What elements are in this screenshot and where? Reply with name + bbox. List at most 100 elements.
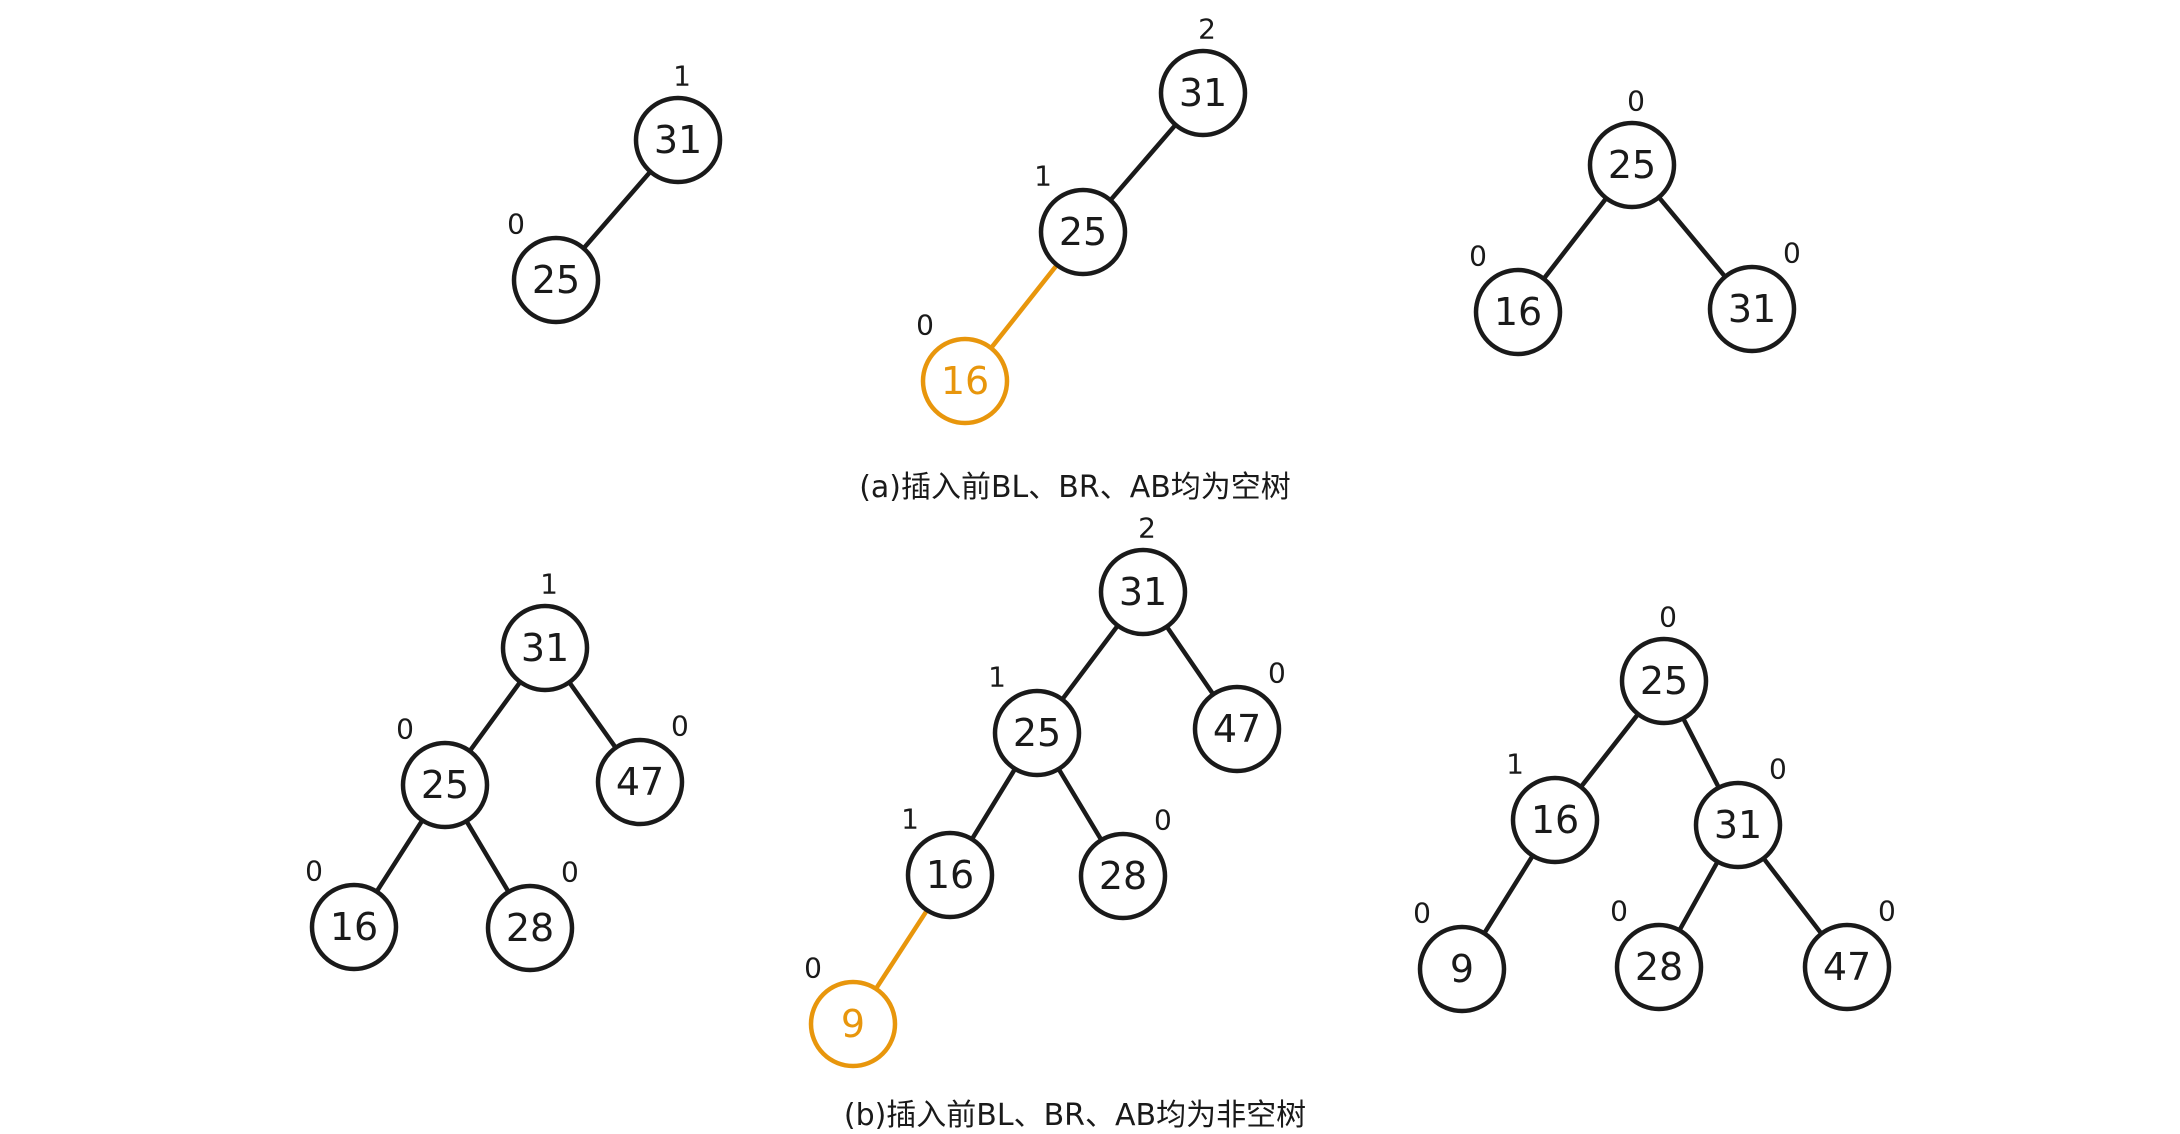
node-b3-n28: 280 <box>1610 895 1704 1012</box>
node-circle <box>1707 264 1797 354</box>
caption-b: (b)插入前BL、BR、AB均为非空树 <box>843 1098 1307 1133</box>
balance-factor: 2 <box>1138 512 1156 545</box>
node-a3-n16: 160 <box>1469 240 1563 357</box>
node-b1-n16: 160 <box>305 855 399 972</box>
edge-a3-n25-n16 <box>1541 195 1609 282</box>
node-circle <box>992 688 1082 778</box>
balance-factor: 0 <box>305 855 323 888</box>
node-b2-n47: 470 <box>1192 657 1286 774</box>
node-b3-n47: 470 <box>1802 895 1896 1012</box>
edge-b1-n25-n16 <box>374 818 425 894</box>
edge-b2-n31-n47 <box>1164 624 1216 697</box>
node-b3-n25: 25 0 <box>1619 601 1709 726</box>
balance-factor: 0 <box>804 952 822 985</box>
balance-factor: 2 <box>1198 13 1216 46</box>
node-value: 31 <box>654 118 702 162</box>
node-b1-n47: 470 <box>595 710 689 827</box>
node-value: 25 <box>1608 143 1656 187</box>
edge-b3-n31-n28 <box>1677 859 1720 933</box>
tree-a2: 312 251 160 <box>916 13 1248 426</box>
node-a2-n16: 160 <box>916 309 1010 426</box>
node-value: 16 <box>1531 798 1579 842</box>
balance-factor: 1 <box>1034 160 1052 193</box>
node-circle <box>633 95 723 185</box>
node-circle <box>1158 48 1248 138</box>
node-value: 47 <box>616 760 664 804</box>
edge-b3-n31-n47 <box>1761 856 1824 936</box>
node-circle <box>1693 780 1783 870</box>
balance-factor: 0 <box>1659 601 1677 634</box>
edge-a2-n25-n16 <box>988 262 1060 351</box>
edge-b2-n25-n16 <box>969 766 1018 842</box>
balance-factor: 0 <box>1413 897 1431 930</box>
node-b2-n25: 251 <box>988 661 1082 778</box>
balance-factor: 0 <box>1469 240 1487 273</box>
node-circle <box>1614 922 1704 1012</box>
balance-factor: 0 <box>1783 237 1801 270</box>
balance-factor: 1 <box>988 661 1006 694</box>
node-a3-n31: 310 <box>1707 237 1801 354</box>
node-value: 9 <box>841 1002 865 1046</box>
node-circle <box>595 737 685 827</box>
node-value: 25 <box>1640 659 1688 703</box>
edge-b3-n25-n31 <box>1680 716 1722 790</box>
edge-a2-n31-n25 <box>1108 122 1178 203</box>
balance-factor: 0 <box>561 856 579 889</box>
node-circle <box>1473 267 1563 357</box>
node-value: 31 <box>1119 570 1167 614</box>
node-circle <box>1510 775 1600 865</box>
balance-factor: 0 <box>1268 657 1286 690</box>
node-circle <box>920 336 1010 426</box>
balance-factor: 0 <box>1627 85 1645 118</box>
node-value: 16 <box>330 905 378 949</box>
node-a1-n31: 311 <box>633 60 723 185</box>
edge-b2-n31-n25 <box>1059 623 1121 702</box>
node-b1-n28: 280 <box>485 856 579 973</box>
node-b2-n9: 90 <box>804 952 898 1069</box>
node-circle <box>1098 547 1188 637</box>
balance-factor: 0 <box>1769 753 1787 786</box>
balance-factor: 0 <box>671 710 689 743</box>
balance-factor: 0 <box>1878 895 1896 928</box>
node-circle <box>1417 924 1507 1014</box>
node-circle <box>905 830 995 920</box>
node-circle <box>485 883 575 973</box>
node-circle <box>1078 831 1168 921</box>
node-a2-n25: 251 <box>1034 160 1128 277</box>
node-circle <box>400 740 490 830</box>
edge-b1-n25-n28 <box>464 818 511 895</box>
node-value: 31 <box>1714 803 1762 847</box>
node-circle <box>1192 684 1282 774</box>
node-a2-n31: 312 <box>1158 13 1248 138</box>
edge-a3-n25-n31 <box>1656 195 1728 279</box>
node-circle <box>1619 636 1709 726</box>
edge-b3-n25-n16 <box>1578 711 1641 790</box>
node-value: 16 <box>1494 290 1542 334</box>
node-value: 16 <box>926 853 974 897</box>
node-value: 9 <box>1450 947 1474 991</box>
node-b2-n31: 31 2 <box>1098 512 1188 637</box>
node-value: 47 <box>1823 945 1871 989</box>
node-value: 31 <box>1728 287 1776 331</box>
node-value: 25 <box>532 258 580 302</box>
node-circle <box>1038 187 1128 277</box>
node-b2-n28: 280 <box>1078 804 1172 921</box>
node-value: 25 <box>1059 210 1107 254</box>
node-b3-n9: 90 <box>1413 897 1507 1014</box>
edge-b1-n31-n47 <box>567 680 618 750</box>
node-value: 25 <box>421 763 469 807</box>
edge-b3-n16-n9 <box>1481 853 1536 936</box>
balance-factor: 0 <box>916 309 934 342</box>
node-value: 28 <box>506 906 554 950</box>
node-circle <box>1802 922 1892 1012</box>
node-value: 31 <box>521 626 569 670</box>
node-value: 28 <box>1635 945 1683 989</box>
edge-b1-n31-n25 <box>467 679 523 754</box>
caption-a: (a)插入前BL、BR、AB均为空树 <box>859 470 1291 505</box>
edge-b2-n16-n9 <box>873 907 930 992</box>
